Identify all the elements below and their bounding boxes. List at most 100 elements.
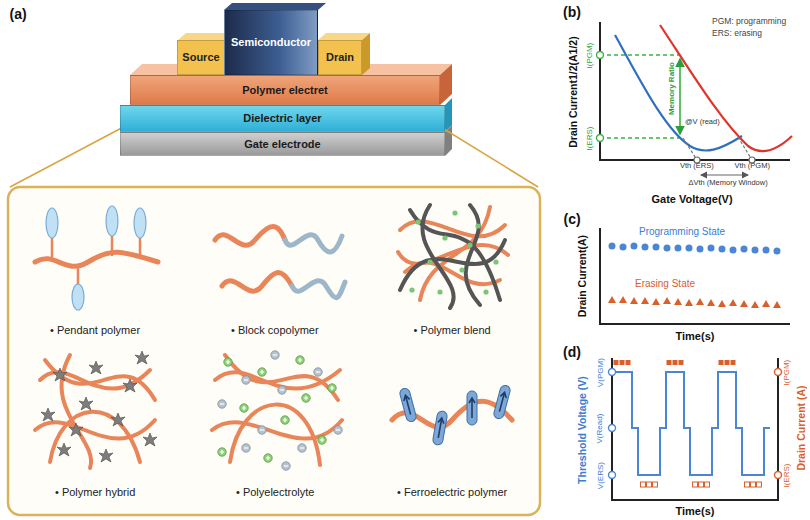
endurance-chart xyxy=(609,425,616,432)
polyelectrolyte-art xyxy=(328,384,336,392)
polymer-blend-art xyxy=(415,219,420,224)
polymer-hybrid-art xyxy=(143,433,157,446)
polymer-blend-art xyxy=(409,287,414,292)
retention-chart xyxy=(608,296,781,308)
read-label: @V (read) xyxy=(685,118,720,127)
polyelectrolyte-art xyxy=(282,462,290,470)
polymer-hybrid-art xyxy=(123,379,137,392)
pendant-polymer-art xyxy=(134,208,146,238)
polymer-blend-art xyxy=(466,205,480,305)
polyelectrolyte-art xyxy=(240,404,248,412)
panel-letter: (b) xyxy=(563,4,581,20)
layer-label: Gate electrode xyxy=(244,138,320,151)
endurance-chart xyxy=(612,358,778,500)
axis-title: Time(s) xyxy=(676,330,715,343)
ferroelectric-polymer-art xyxy=(493,384,511,419)
pendant-polymer-art xyxy=(77,266,80,284)
legend-note: PGM: programming xyxy=(712,17,786,27)
polymer-hybrid-art xyxy=(35,355,155,468)
polyelectrolyte-art xyxy=(230,405,320,465)
layer-label: Semiconductor xyxy=(231,36,311,49)
type-label: • Polymer hybrid xyxy=(55,486,135,499)
retention-chart xyxy=(763,247,770,254)
level-label: I(PGM) xyxy=(782,359,791,385)
retention-chart xyxy=(718,300,726,307)
endurance-chart xyxy=(626,360,631,365)
polymer-hybrid-art xyxy=(69,423,83,436)
panel-letter: (c) xyxy=(564,211,581,227)
level-label: V(PGM) xyxy=(595,358,604,387)
polymer-blend-art xyxy=(427,259,432,264)
retention-chart xyxy=(686,245,693,252)
retention-chart xyxy=(773,301,781,308)
type-label: • Polymer blend xyxy=(414,324,491,337)
layer-box: Drain xyxy=(318,40,362,75)
endurance-chart xyxy=(647,482,652,487)
retention-chart xyxy=(675,245,682,252)
endurance-chart xyxy=(612,372,770,475)
transfer-chart xyxy=(597,22,793,175)
endurance-chart xyxy=(641,482,762,487)
axis-title: Gate Voltage(V) xyxy=(652,193,733,206)
retention-chart xyxy=(696,298,704,305)
type-label: • Pendant polymer xyxy=(50,324,140,337)
device-faces xyxy=(318,33,370,40)
polymer-blend-art xyxy=(442,235,447,240)
polymer-blend-art xyxy=(422,205,453,308)
endurance-chart xyxy=(673,360,678,365)
endurance-chart xyxy=(609,358,782,500)
endurance-chart xyxy=(699,482,704,487)
endurance-chart xyxy=(641,482,646,487)
endurance-chart xyxy=(775,472,782,479)
layer-box: Source xyxy=(177,40,225,75)
retention-chart xyxy=(600,228,790,324)
polymer-blend-art xyxy=(467,242,472,247)
level-label: I(ERS) xyxy=(585,126,594,150)
axis-title: Drain Current(A) xyxy=(576,235,588,317)
layer-box: Dielectric layer xyxy=(120,105,445,132)
level-label: V(ERS) xyxy=(595,462,604,489)
ferroelectric-polymer-art xyxy=(467,391,477,425)
polymer-hybrid-art xyxy=(79,397,93,410)
ferroelectric-polymer-art xyxy=(399,387,417,422)
axis-title: Time(s) xyxy=(676,505,715,518)
polymer-hybrid-art xyxy=(41,408,55,421)
polyelectrolyte-art xyxy=(298,444,306,452)
level-label: I(ERS) xyxy=(782,463,791,487)
polymer-blend-art xyxy=(437,289,442,294)
tick-label: Vth (PGM) xyxy=(735,162,770,171)
layer-box: Polymer electret xyxy=(130,75,440,105)
polyelectrolyte-art xyxy=(334,426,342,434)
layer-label: Drain xyxy=(326,51,354,64)
transfer-chart xyxy=(679,59,681,134)
leader-lines xyxy=(10,105,538,187)
axis-title: Drain Current (A) xyxy=(794,385,806,470)
transfer-chart xyxy=(701,174,748,175)
pendant-polymer-art xyxy=(46,206,146,310)
retention-chart xyxy=(762,300,770,307)
retention-chart xyxy=(740,300,748,307)
polymer-blend-art xyxy=(452,210,457,215)
retention-chart xyxy=(630,297,638,304)
retention-chart xyxy=(707,299,715,306)
block-copolymer-art xyxy=(222,273,292,292)
endurance-chart xyxy=(731,360,736,365)
ferroelectric-polymer-art xyxy=(432,410,448,445)
pendant-polymer-art xyxy=(46,208,58,238)
endurance-chart xyxy=(653,482,658,487)
transfer-chart xyxy=(683,137,752,160)
endurance-chart xyxy=(609,369,616,376)
endurance-chart xyxy=(609,472,616,479)
layer-label: Dielectric layer xyxy=(243,112,321,125)
polymer-hybrid-art xyxy=(135,351,149,364)
tick-label: Vth (ERS) xyxy=(680,162,714,171)
legend-note: ERS: erasing xyxy=(712,29,762,39)
pendant-polymer-art xyxy=(35,206,158,310)
endurance-chart xyxy=(667,360,672,365)
retention-chart xyxy=(730,247,737,254)
retention-chart xyxy=(719,246,726,253)
pendant-polymer-art xyxy=(35,252,158,266)
polymer-blend-art xyxy=(398,205,508,308)
type-label: • Ferroelectric polymer xyxy=(397,486,507,499)
